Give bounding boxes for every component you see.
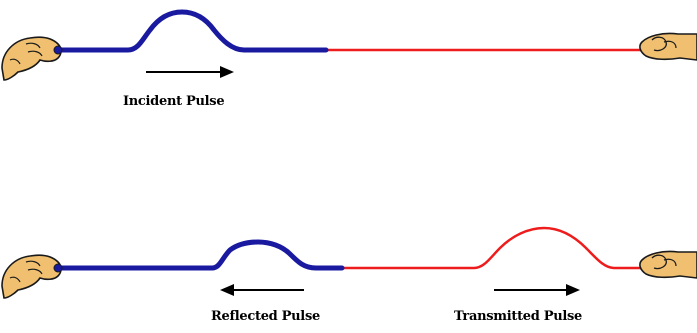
- incident-arrow-icon: [146, 66, 234, 78]
- light-rope-bottom: [342, 226, 646, 270]
- incident-pulse-label: Incident Pulse: [123, 94, 224, 109]
- left-hand-icon-bottom: [1, 254, 63, 299]
- reflected-pulse-label: Reflected Pulse: [211, 309, 320, 324]
- left-hand-icon: [1, 36, 63, 81]
- reflected-transmitted-row: Reflected Pulse Transmitted Pulse: [1, 226, 697, 324]
- right-hand-icon: [639, 32, 697, 61]
- heavy-rope-bottom: [55, 239, 345, 271]
- transmitted-pulse-label: Transmitted Pulse: [454, 309, 582, 324]
- heavy-rope-top: [55, 9, 329, 53]
- reflected-arrow-icon: [220, 284, 304, 296]
- right-hand-icon-bottom: [639, 250, 697, 279]
- incident-row: Incident Pulse: [1, 9, 697, 109]
- transmitted-arrow-icon: [494, 284, 580, 296]
